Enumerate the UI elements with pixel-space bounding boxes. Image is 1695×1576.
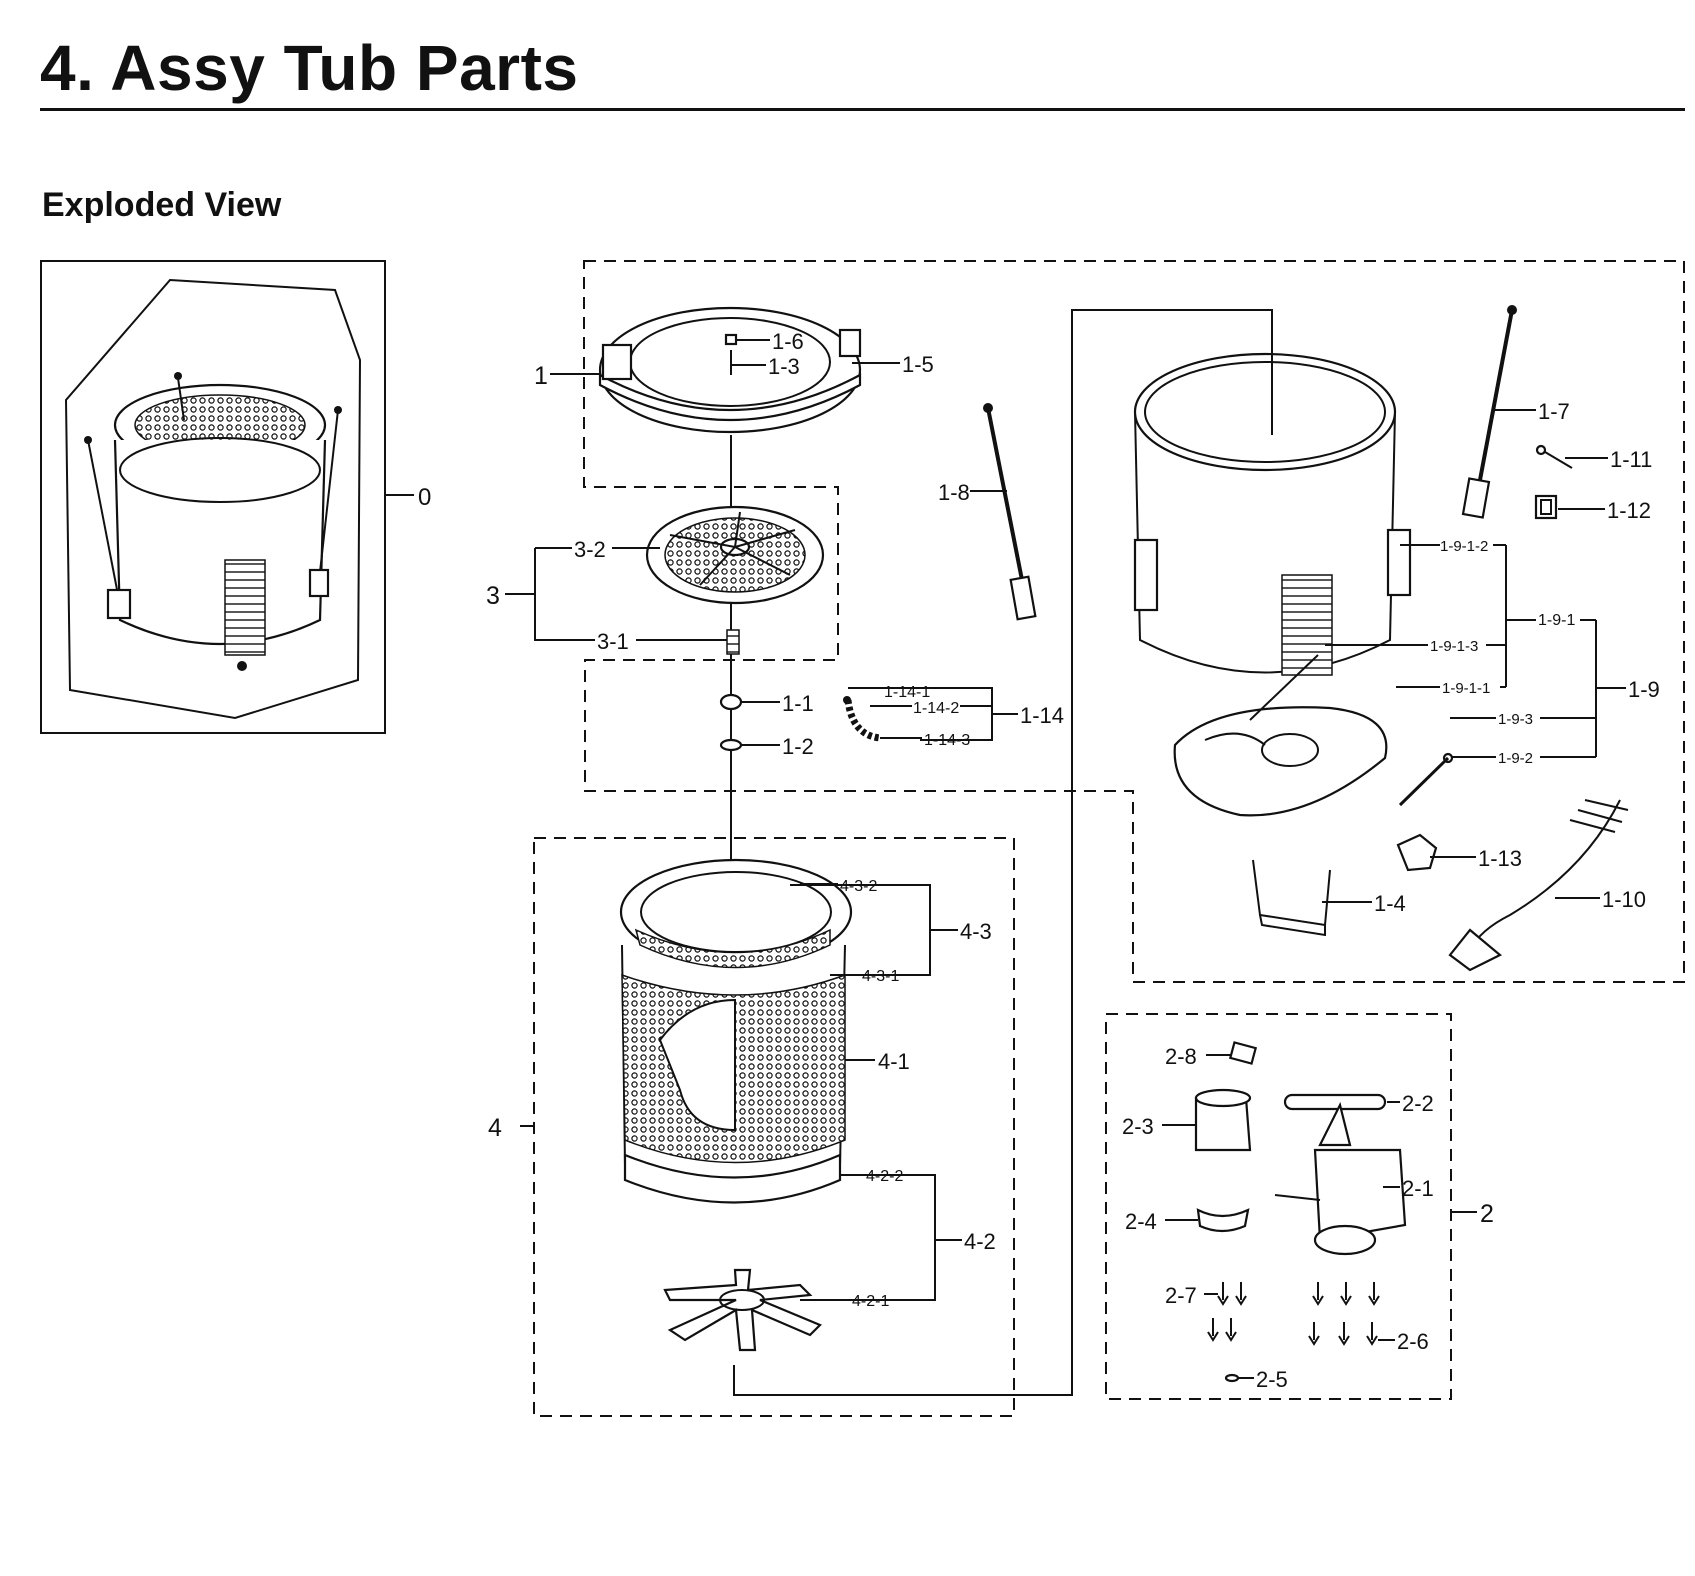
callout-2-8: 2-8 — [1165, 1044, 1197, 1069]
callout-1-4: 1-4 — [1374, 891, 1406, 916]
callout-2-7: 2-7 — [1165, 1283, 1197, 1308]
callout-4: 4 — [488, 1114, 502, 1142]
group-1-outline — [583, 260, 1685, 983]
flange-shaft-part — [663, 1268, 822, 1352]
callout-1-14-2: 1-14-2 — [913, 700, 959, 717]
callout-1-9-1-1: 1-9-1-1 — [1442, 680, 1490, 697]
callout-1-14-3: 1-14-3 — [924, 732, 970, 749]
callout-1: 1 — [534, 362, 548, 390]
callout-1-8: 1-8 — [938, 480, 970, 505]
screw-set-2-6 — [1308, 1282, 1380, 1346]
callout-3: 3 — [486, 582, 500, 610]
page-title: 4. Assy Tub Parts — [40, 32, 579, 104]
callout-1-9: 1-9 — [1628, 677, 1660, 702]
callout-0: 0 — [418, 484, 431, 511]
callout-2: 2 — [1480, 1200, 1494, 1228]
outer-tub-part — [1133, 352, 1412, 676]
callout-2-5: 2-5 — [1256, 1367, 1288, 1392]
section-subtitle: Exploded View — [42, 186, 282, 224]
callout-1-1: 1-1 — [782, 691, 814, 716]
callout-1-9-3: 1-9-3 — [1498, 711, 1533, 728]
callout-1-12: 1-12 — [1607, 498, 1651, 523]
clip-part-1-12 — [1534, 494, 1558, 520]
callout-4-1: 4-1 — [878, 1049, 910, 1074]
small-wire-part-1-11 — [1535, 444, 1573, 469]
hose-part — [843, 696, 881, 742]
callout-1-6: 1-6 — [772, 329, 804, 354]
inner-basket-part — [619, 858, 853, 1204]
clutch-parts — [1194, 1041, 1407, 1256]
pulsator-part — [645, 505, 825, 655]
group-2-outline — [1105, 1013, 1452, 1400]
tub-base-part — [1173, 706, 1388, 817]
callout-4-3: 4-3 — [960, 919, 992, 944]
callout-2-1: 2-1 — [1402, 1176, 1434, 1201]
callout-2-3: 2-3 — [1122, 1114, 1154, 1139]
screw-set-2-7 — [1207, 1282, 1247, 1342]
callout-1-5: 1-5 — [902, 352, 934, 377]
callout-2-4: 2-4 — [1125, 1209, 1157, 1234]
wire-harness-part-1-10 — [1448, 799, 1629, 972]
callout-1-14-1: 1-14-1 — [884, 684, 930, 701]
title-rule — [40, 108, 1685, 111]
callout-1-11: 1-11 — [1610, 447, 1652, 472]
callout-1-13: 1-13 — [1478, 846, 1522, 871]
callout-1-9-1: 1-9-1 — [1538, 612, 1575, 629]
assembly-overview — [40, 260, 386, 734]
callout-1-3: 1-3 — [768, 354, 800, 379]
callout-1-10: 1-10 — [1602, 887, 1646, 912]
callout-1-7: 1-7 — [1538, 399, 1570, 424]
callout-4-3-1: 4-3-1 — [862, 968, 899, 985]
damper-rod-part-1-7 — [1461, 305, 1517, 519]
bracket-part-1-4 — [1252, 859, 1331, 937]
callout-1-9-1-2: 1-9-1-2 — [1440, 538, 1488, 555]
callout-1-14: 1-14 — [1020, 703, 1064, 728]
callout-3-2: 3-2 — [574, 537, 606, 562]
callout-1-2: 1-2 — [782, 734, 814, 759]
callout-4-2: 4-2 — [964, 1229, 996, 1254]
callout-4-3-2: 4-3-2 — [840, 878, 877, 895]
pin-part-2-5 — [1224, 1373, 1240, 1383]
callout-4-2-2: 4-2-2 — [866, 1168, 903, 1185]
sensor-part-1-13 — [1396, 833, 1438, 872]
damper-rod-part-1-8 — [983, 403, 1037, 621]
callout-4-2-1: 4-2-1 — [852, 1293, 889, 1310]
callout-2-2: 2-2 — [1402, 1091, 1434, 1116]
callout-3-1: 3-1 — [597, 629, 629, 654]
callout-1-9-2: 1-9-2 — [1498, 750, 1533, 767]
callout-1-9-1-3: 1-9-1-3 — [1430, 638, 1478, 655]
callout-2-6: 2-6 — [1397, 1329, 1429, 1354]
